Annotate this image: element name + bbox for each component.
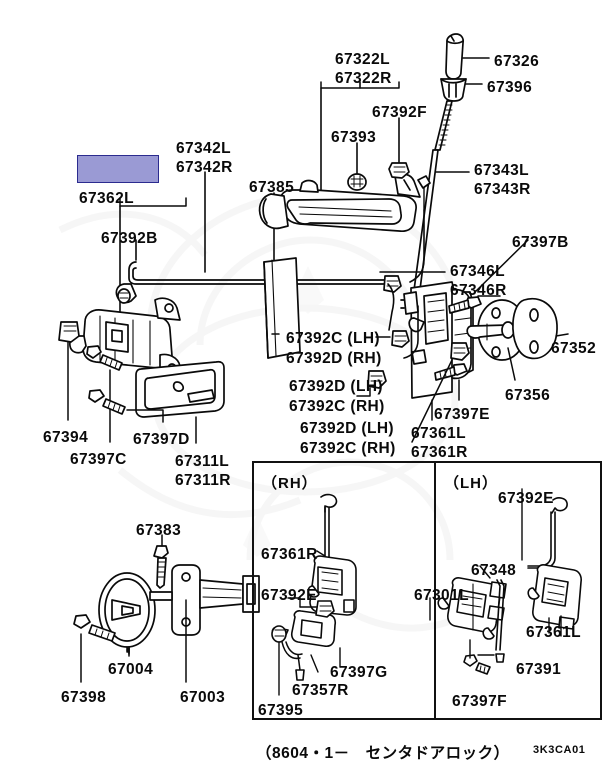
part-label-67361l[interactable]: 67361L bbox=[526, 624, 581, 641]
part-label-67397b[interactable]: 67397B bbox=[512, 234, 569, 251]
part-label-67396[interactable]: 67396 bbox=[487, 79, 533, 96]
part-label-67342r[interactable]: 67342R bbox=[176, 159, 233, 176]
part-label-67352[interactable]: 67352 bbox=[551, 340, 597, 357]
part-label-67301l[interactable]: 67301L bbox=[414, 587, 469, 604]
part-label-67397g[interactable]: 67397G bbox=[330, 664, 388, 681]
striker-assembly bbox=[431, 239, 569, 421]
part-label-67391[interactable]: 67391 bbox=[516, 661, 562, 678]
inset-title-lh: （LH） bbox=[444, 475, 498, 492]
part-label-67342l[interactable]: 67342L bbox=[176, 140, 231, 157]
part-label-67392c-rh[interactable]: 67392C (RH) bbox=[289, 398, 385, 415]
part-label-67361r[interactable]: 67361R bbox=[411, 444, 468, 461]
part-label-67004[interactable]: 67004 bbox=[108, 661, 154, 678]
part-label-67361l[interactable]: 67361L bbox=[411, 425, 466, 442]
part-label-67385[interactable]: 67385 bbox=[249, 179, 295, 196]
part-label-67343l[interactable]: 67343L bbox=[474, 162, 529, 179]
part-label-67383[interactable]: 67383 bbox=[136, 522, 182, 539]
inset-frame-lh bbox=[434, 461, 602, 720]
part-label-67397e[interactable]: 67397E bbox=[434, 406, 490, 423]
inset-frame-rh bbox=[252, 461, 434, 720]
inset-rh-artwork bbox=[271, 493, 357, 696]
inset-title-rh: （RH） bbox=[262, 475, 318, 492]
figure-caption: （8604・1－ センタドアロック） bbox=[256, 745, 510, 762]
part-label-67392d-lh[interactable]: 67392D (LH) bbox=[300, 420, 394, 437]
part-label-67397c[interactable]: 67397C bbox=[70, 451, 127, 468]
part-label-67311r[interactable]: 67311R bbox=[175, 472, 231, 489]
part-label-67393[interactable]: 67393 bbox=[331, 129, 377, 146]
inset-lh-artwork bbox=[429, 488, 582, 675]
part-label-67356[interactable]: 67356 bbox=[505, 387, 551, 404]
part-label-67348[interactable]: 67348 bbox=[471, 562, 517, 579]
part-label-67322l[interactable]: 67322L bbox=[335, 51, 390, 68]
part-label-67311l[interactable]: 67311L bbox=[175, 453, 230, 470]
rod-clip-group bbox=[271, 209, 470, 443]
part-label-67362l[interactable]: 67362L bbox=[79, 190, 134, 207]
part-label-67326[interactable]: 67326 bbox=[494, 53, 540, 70]
part-label-67361r[interactable]: 67361R bbox=[261, 546, 318, 563]
lock-knob-rod bbox=[411, 33, 467, 306]
part-label-67392e[interactable]: 67392E bbox=[498, 490, 554, 507]
part-label-67398[interactable]: 67398 bbox=[61, 689, 107, 706]
part-label-67357r[interactable]: 67357R bbox=[292, 682, 349, 699]
part-label-67346r[interactable]: 67346R bbox=[450, 282, 507, 299]
part-label-67392d-lh[interactable]: 67392D (LH) bbox=[289, 378, 383, 395]
part-label-67392f[interactable]: 67392F bbox=[372, 104, 427, 121]
part-label-67343r[interactable]: 67343R bbox=[474, 181, 531, 198]
part-label-67392d-rh[interactable]: 67392D (RH) bbox=[286, 350, 382, 367]
part-label-67395[interactable]: 67395 bbox=[258, 702, 304, 719]
connecting-rod-67342 bbox=[115, 261, 402, 304]
handle-bezel-67311 bbox=[88, 360, 225, 444]
door-panel-67385 bbox=[263, 257, 301, 359]
part-label-67392c-lh[interactable]: 67392C (LH) bbox=[286, 330, 380, 347]
part-label-67346l[interactable]: 67346L bbox=[450, 263, 505, 280]
part-label-67322r[interactable]: 67322R bbox=[335, 70, 392, 87]
part-label-67392b[interactable]: 67392B bbox=[101, 230, 158, 247]
part-label-67397f[interactable]: 67397F bbox=[452, 693, 507, 710]
inside-handle-bracket bbox=[58, 297, 183, 443]
part-label-67397d[interactable]: 67397D bbox=[133, 431, 190, 448]
part-label-67392e[interactable]: 67392E bbox=[261, 587, 317, 604]
door-check-assembly bbox=[73, 534, 260, 683]
selected-part-highlight[interactable] bbox=[77, 155, 159, 183]
figure-code: 3K3CA01 bbox=[533, 744, 586, 756]
part-label-67003[interactable]: 67003 bbox=[180, 689, 226, 706]
outside-handle-assembly bbox=[258, 162, 431, 233]
part-label-67392c-rh[interactable]: 67392C (RH) bbox=[300, 440, 396, 457]
part-label-67394[interactable]: 67394 bbox=[43, 429, 89, 446]
